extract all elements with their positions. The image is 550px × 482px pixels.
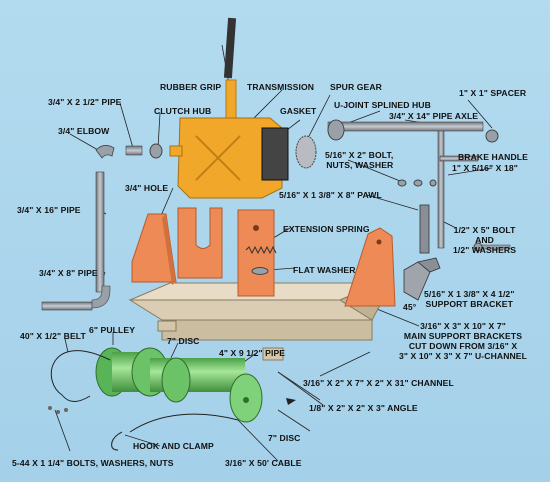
label-pipe-4x9: 4" X 9 1/2" PIPE bbox=[219, 348, 286, 358]
pipe-16-in bbox=[95, 171, 105, 293]
left-triangle-bracket bbox=[131, 213, 177, 285]
label-spacer: 1" X 1" SPACER bbox=[459, 88, 527, 98]
label-pipe-axle: 3/4" X 14" PIPE AXLE bbox=[389, 111, 479, 121]
leader-lines bbox=[54, 44, 493, 462]
label-pulley: 6" PULLEY bbox=[89, 325, 136, 335]
label-angle-piece: 1/8" X 2" X 2" X 3" ANGLE bbox=[309, 403, 418, 413]
label-pawl: 5/16" X 1 3/8" X 8" PAWL bbox=[279, 190, 382, 200]
label-hook-clamp: HOOK AND CLAMP bbox=[133, 441, 214, 451]
small-bolts bbox=[48, 406, 68, 414]
label-pipe-2-1-2: 3/4" X 2 1/2" PIPE bbox=[48, 97, 122, 107]
label-transmission: TRANSMISSION bbox=[247, 82, 315, 92]
label-rubber-grip: RUBBER GRIP bbox=[160, 82, 222, 92]
label-spur-gear: SPUR GEAR bbox=[330, 82, 382, 92]
label-extension-spring: EXTENSION SPRING bbox=[283, 224, 370, 234]
label-flat-washer: FLAT WASHER bbox=[293, 265, 356, 275]
arrowhead bbox=[286, 398, 296, 405]
label-disc-bottom: 7" DISC bbox=[268, 433, 301, 443]
label-hole: 3/4" HOLE bbox=[125, 183, 169, 193]
label-pipe-16: 3/4" X 16" PIPE bbox=[17, 205, 81, 215]
label-clutch-hub: CLUTCH HUB bbox=[154, 106, 212, 116]
label-bolt-washers: 1/2" X 5" BOLT AND 1/2" WASHERS bbox=[453, 225, 517, 255]
label-cable: 3/16" X 50' CABLE bbox=[225, 458, 302, 468]
label-main-brackets: 3/16" X 3" X 10" X 7" MAIN SUPPORT BRACK… bbox=[399, 321, 527, 361]
hook bbox=[111, 431, 123, 451]
pipe-axle bbox=[327, 121, 499, 143]
label-disc-top: 7" DISC bbox=[167, 336, 200, 346]
label-brake-handle-size: 1" X 5/16" X 18" bbox=[452, 163, 518, 173]
label-u-joint-hub: U-JOINT SPLINED HUB bbox=[334, 100, 431, 110]
label-elbow: 3/4" ELBOW bbox=[58, 126, 110, 136]
cable-and-belt bbox=[50, 350, 239, 433]
label-belt: 40" X 1/2" BELT bbox=[20, 331, 86, 341]
label-support-bracket: 5/16" X 1 3/8" X 4 1/2" SUPPORT BRACKET bbox=[424, 289, 515, 309]
label-brake-handle: BRAKE HANDLE bbox=[458, 152, 528, 162]
pawl bbox=[419, 204, 430, 254]
transmission bbox=[169, 17, 289, 199]
label-small-bolts: 5-44 X 1 1/4" BOLTS, WASHERS, NUTS bbox=[12, 458, 174, 468]
label-angle-45: 45° bbox=[403, 302, 417, 312]
drum-assembly bbox=[95, 347, 263, 423]
label-gasket: GASKET bbox=[280, 106, 317, 116]
flat-washer bbox=[251, 267, 269, 275]
extension-spring bbox=[245, 245, 277, 255]
center-plate bbox=[237, 209, 275, 297]
label-bolt-nuts-washer: 5/16" X 2" BOLT, NUTS, WASHER bbox=[325, 150, 394, 170]
right-triangle-bracket bbox=[344, 227, 396, 307]
small-washers bbox=[397, 179, 437, 187]
u-bracket bbox=[177, 207, 223, 279]
support-bracket bbox=[403, 257, 441, 301]
elbow-3-4-in bbox=[95, 145, 115, 159]
bolt-1-2-in bbox=[473, 242, 511, 252]
pipe-8-in bbox=[41, 285, 111, 311]
label-channel: 3/16" X 2" X 7" X 2" X 31" CHANNEL bbox=[303, 378, 454, 388]
spur-gear bbox=[295, 119, 345, 169]
short-pipe bbox=[125, 143, 163, 159]
angle-leader-arrow bbox=[277, 371, 321, 401]
label-pipe-8: 3/4" X 8" PIPE bbox=[39, 268, 98, 278]
